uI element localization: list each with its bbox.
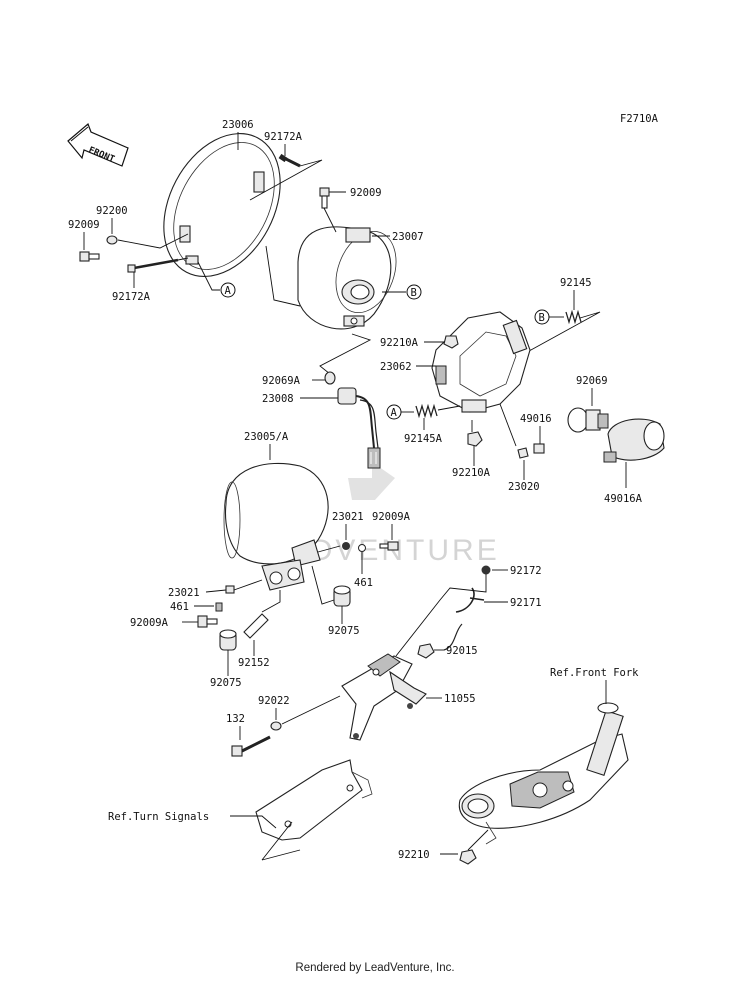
callout-b-housing — [406, 284, 422, 300]
screw-92172A-bottom — [127, 258, 179, 273]
washer-461-left — [215, 602, 223, 612]
label-23062: 23062 — [380, 361, 412, 373]
spring-92145A — [415, 403, 438, 419]
tube-92152 — [243, 613, 269, 639]
grommet-23021-right — [342, 542, 350, 550]
washer-461-right — [358, 544, 366, 552]
label-92145A: 92145A — [404, 433, 443, 445]
label-461-right: 461 — [354, 577, 373, 589]
label-92145: 92145 — [560, 277, 592, 289]
label-92210A-top: 92210A — [380, 337, 419, 349]
spring-92145 — [565, 309, 582, 325]
label-461-left: 461 — [170, 601, 189, 613]
wire-harness-23008 — [337, 387, 381, 469]
label-92172: 92172 — [510, 565, 542, 577]
callout-a-bracket-text: A — [391, 407, 398, 419]
headlight-body-23005A — [223, 462, 329, 591]
bolt-92009A-right — [379, 541, 399, 551]
label-23007: 23007 — [392, 231, 424, 243]
bolt-132 — [231, 735, 271, 757]
label-92069: 92069 — [576, 375, 608, 387]
label-92015: 92015 — [446, 645, 478, 657]
collar-92075-right — [333, 585, 351, 607]
label-92210A-bottom: 92210A — [452, 467, 491, 479]
label-92009A-left: 92009A — [130, 617, 169, 629]
callout-b-housing-text: B — [411, 287, 417, 299]
grommet-49016 — [533, 443, 545, 454]
nut-92210A-top — [443, 335, 459, 349]
label-23006: 23006 — [222, 119, 254, 131]
callout-a-rim-text: A — [225, 285, 232, 297]
nut-23020 — [517, 447, 529, 459]
figure-code: F2710A — [620, 113, 659, 125]
label-92009A-right: 92009A — [372, 511, 411, 523]
washer-92022 — [270, 721, 282, 731]
label-92171: 92171 — [510, 597, 542, 609]
washer-11055 — [407, 703, 413, 709]
label-23021-right: 23021 — [332, 511, 364, 523]
label-11055: 11055 — [444, 693, 476, 705]
nut-92015 — [417, 643, 435, 659]
label-49016: 49016 — [520, 413, 552, 425]
turn-signal-bracket — [255, 759, 373, 841]
callout-b-right-text: B — [539, 312, 545, 324]
washer-92200 — [106, 235, 118, 245]
nut-92210A-bottom — [467, 431, 483, 447]
bulb-92069A — [324, 371, 336, 385]
footer-credit: Rendered by LeadVenture, Inc. — [295, 962, 455, 974]
collar-92075-left — [219, 629, 237, 651]
label-92152: 92152 — [238, 657, 270, 669]
front-fork-stem — [458, 702, 629, 845]
bracket-23062 — [431, 311, 531, 413]
grommet-23021-left — [225, 585, 235, 594]
label-49016A: 49016A — [604, 493, 643, 505]
ref-turn-signals: Ref.Turn Signals — [108, 811, 209, 823]
ref-front-fork: Ref.Front Fork — [550, 667, 639, 679]
label-92075-left: 92075 — [210, 677, 242, 689]
headlight-rim-23006 — [163, 133, 281, 277]
label-92009-top: 92009 — [350, 187, 382, 199]
label-92210: 92210 — [398, 849, 430, 861]
nut-92210 — [459, 849, 477, 865]
bolt-92009-left — [79, 251, 100, 262]
label-23008: 23008 — [262, 393, 294, 405]
label-92075-right: 92075 — [328, 625, 360, 637]
label-92200: 92200 — [96, 205, 128, 217]
label-92172A-top: 92172A — [264, 131, 303, 143]
label-23005A: 23005/A — [244, 431, 289, 443]
headlight-housing-23007 — [297, 226, 397, 330]
label-132: 132 — [226, 713, 245, 725]
bolt-92009A-left — [197, 615, 218, 628]
callout-a-rim — [220, 282, 236, 298]
bracket-11055 — [341, 653, 427, 741]
label-23020: 23020 — [508, 481, 540, 493]
bolt-92009-top — [319, 187, 330, 209]
clamp-92171 — [443, 587, 485, 651]
bulb-92069 — [567, 407, 609, 433]
label-23021-left: 23021 — [168, 587, 200, 599]
screw-92172A-top — [278, 153, 301, 168]
front-arrow-icon: FRONT — [67, 122, 129, 167]
label-92022: 92022 — [258, 695, 290, 707]
cover-49016A — [603, 418, 665, 463]
screw-92172 — [481, 565, 491, 575]
label-92172A-bottom: 92172A — [112, 291, 151, 303]
label-92009-left: 92009 — [68, 219, 100, 231]
label-92069A: 92069A — [262, 375, 301, 387]
